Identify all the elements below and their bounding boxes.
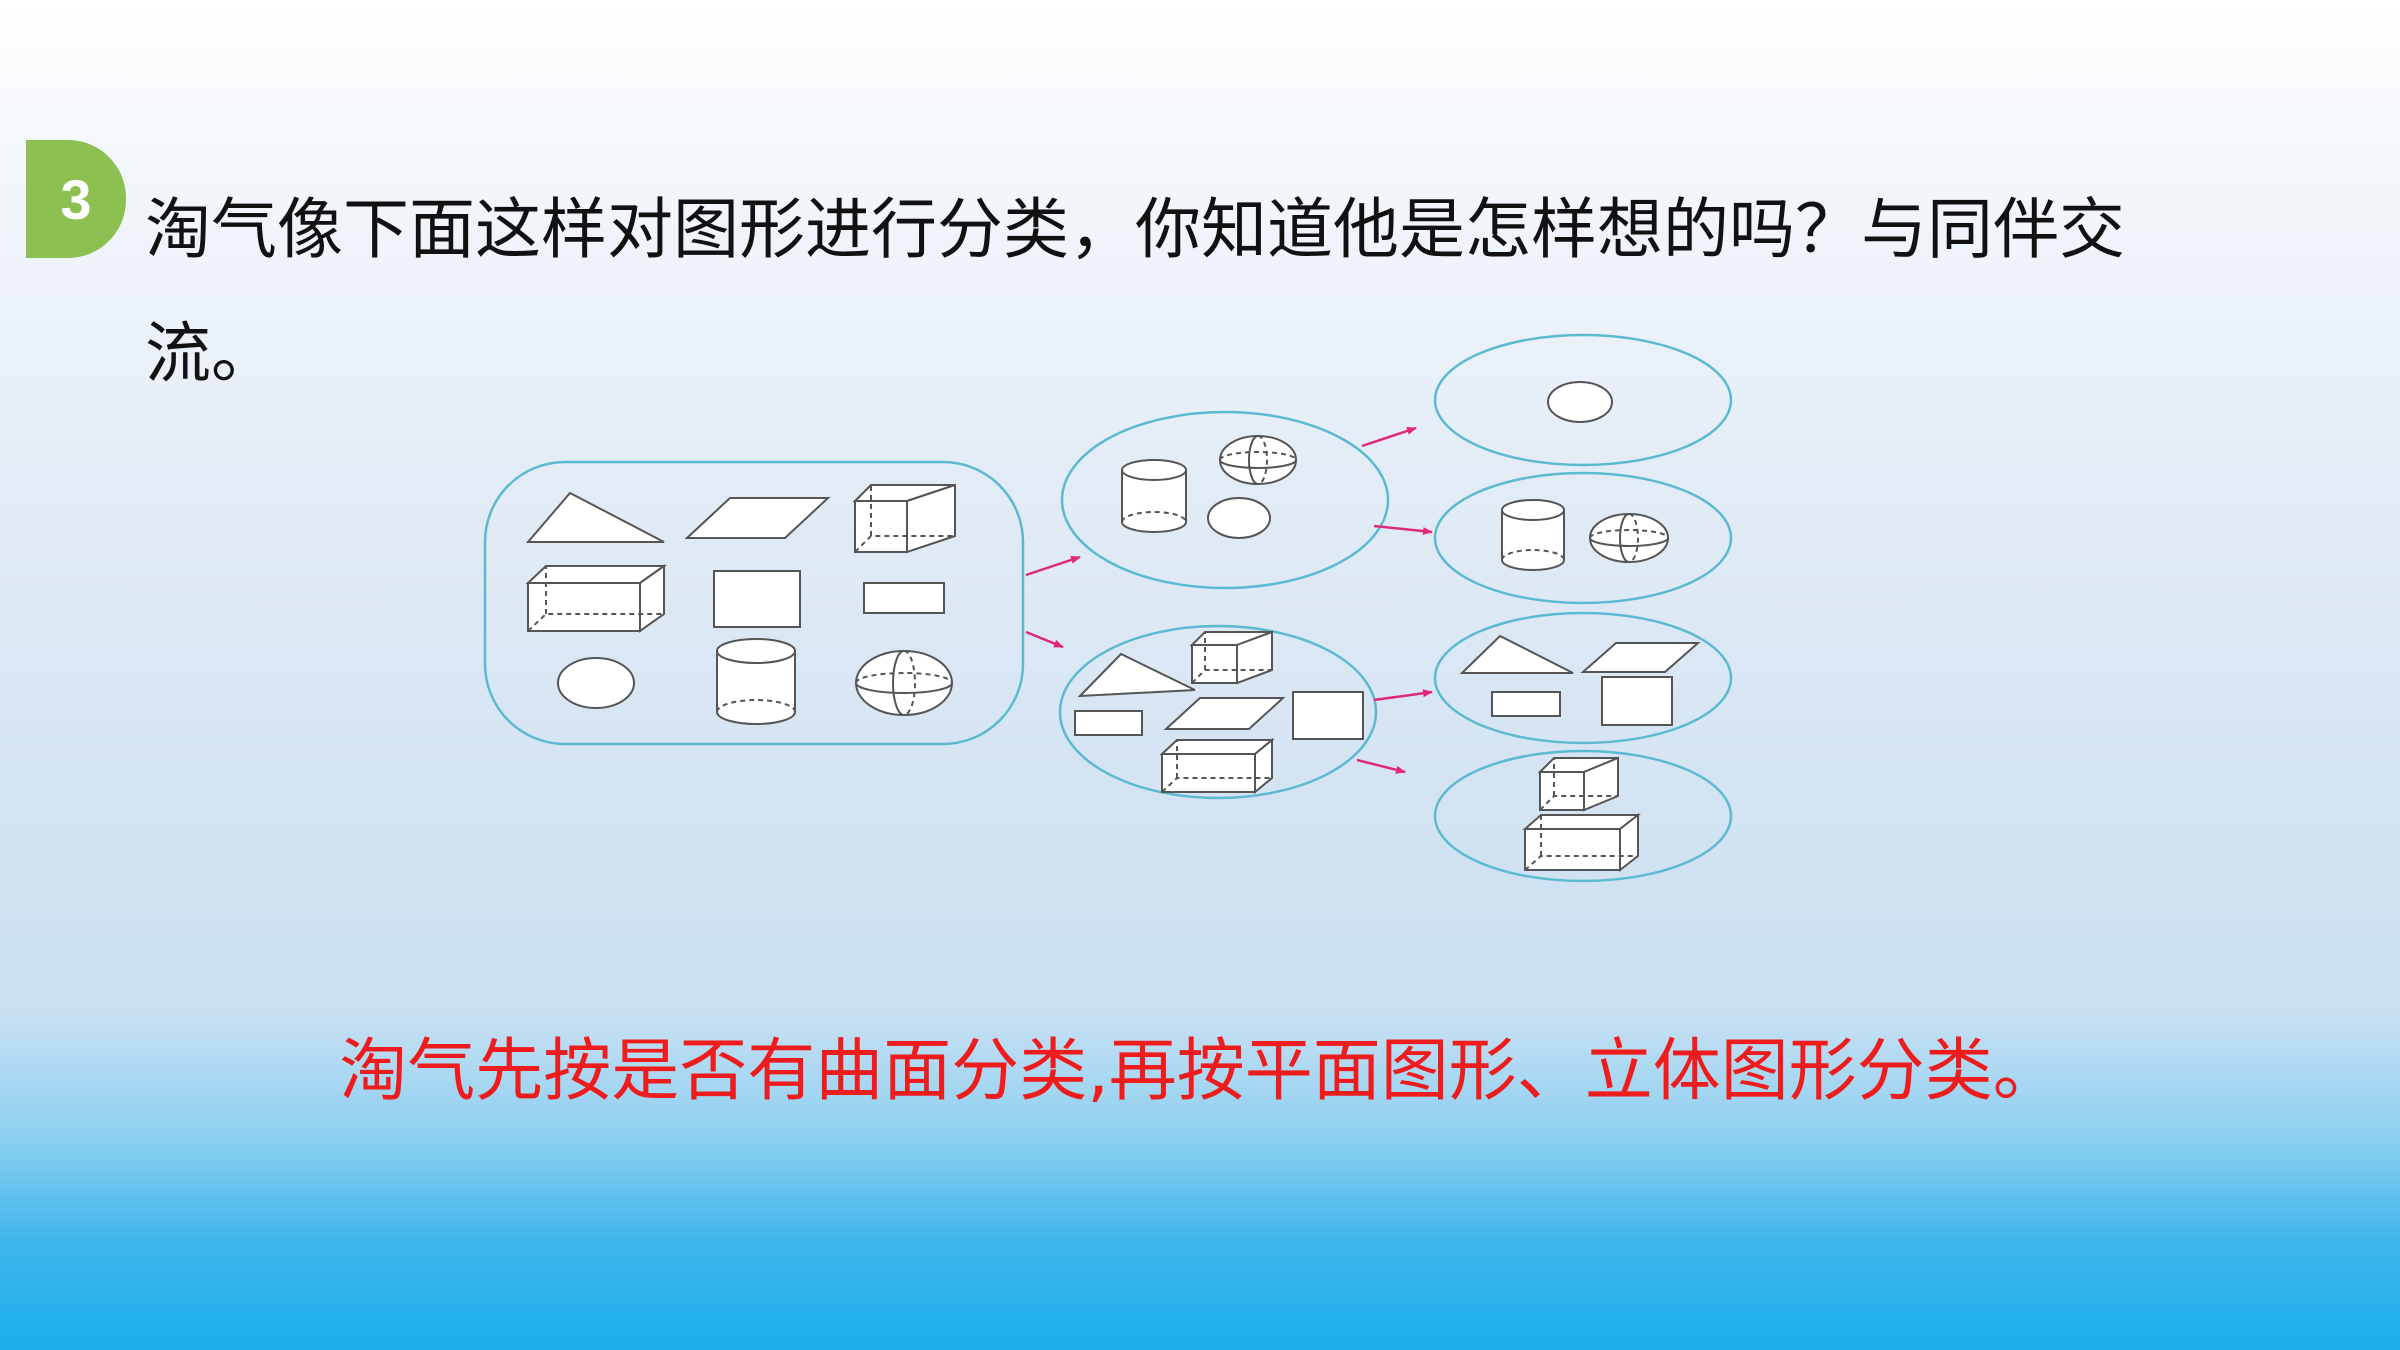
- cube-icon: [1537, 756, 1619, 812]
- group-curved: [1060, 410, 1390, 590]
- parallelogram-icon: [684, 497, 831, 539]
- arrow-curved-to-solid: [1373, 524, 1433, 536]
- cylinder-icon: [1501, 499, 1565, 571]
- rectangle-icon: [1491, 691, 1561, 717]
- arrow-curved-to-plane: [1361, 426, 1417, 448]
- group-all-shapes: [483, 460, 1025, 746]
- group-flat-solid: [1433, 749, 1733, 883]
- question-text: 淘气像下面这样对图形进行分类，你知道他是怎样想的吗？与同伴交流。: [145, 191, 2125, 392]
- question-number: 3: [60, 167, 92, 231]
- cuboid-icon: [1522, 812, 1641, 873]
- square-icon: [1601, 676, 1673, 726]
- arrow-all-to-curved: [1025, 555, 1081, 577]
- group-curved-solid: [1433, 471, 1733, 605]
- cylinder-icon: [716, 638, 796, 725]
- triangle-icon: [525, 491, 665, 543]
- triangle-icon: [1459, 634, 1574, 674]
- cuboid-icon: [525, 564, 668, 633]
- cylinder-icon: [1121, 459, 1187, 533]
- sphere-icon: [855, 650, 953, 716]
- sphere-icon: [1219, 435, 1297, 485]
- cuboid-icon: [1159, 737, 1275, 795]
- circle-icon: [1207, 497, 1271, 539]
- triangle-icon: [1077, 652, 1196, 698]
- rectangle-icon: [863, 582, 945, 614]
- square-icon: [1292, 691, 1364, 740]
- arrow-all-to-flat: [1025, 630, 1064, 649]
- cube-icon: [1189, 630, 1273, 685]
- question-number-badge: 3: [26, 140, 126, 258]
- cube-icon: [852, 483, 956, 554]
- sphere-icon: [1589, 513, 1669, 563]
- circle-icon: [557, 657, 635, 709]
- group-curved-plane: [1433, 333, 1733, 467]
- parallelogram-icon: [1580, 642, 1701, 673]
- square-icon: [713, 570, 801, 628]
- circle-icon: [1547, 381, 1613, 423]
- group-flat-plane: [1433, 611, 1733, 745]
- parallelogram-icon: [1163, 697, 1286, 730]
- rectangle-icon: [1074, 710, 1143, 736]
- arrow-flat-to-plane: [1373, 689, 1433, 702]
- answer-text: 淘气先按是否有曲面分类,再按平面图形、立体图形分类。: [339, 1032, 2061, 1111]
- group-flat: [1058, 624, 1378, 800]
- arrow-flat-to-solid: [1356, 758, 1406, 774]
